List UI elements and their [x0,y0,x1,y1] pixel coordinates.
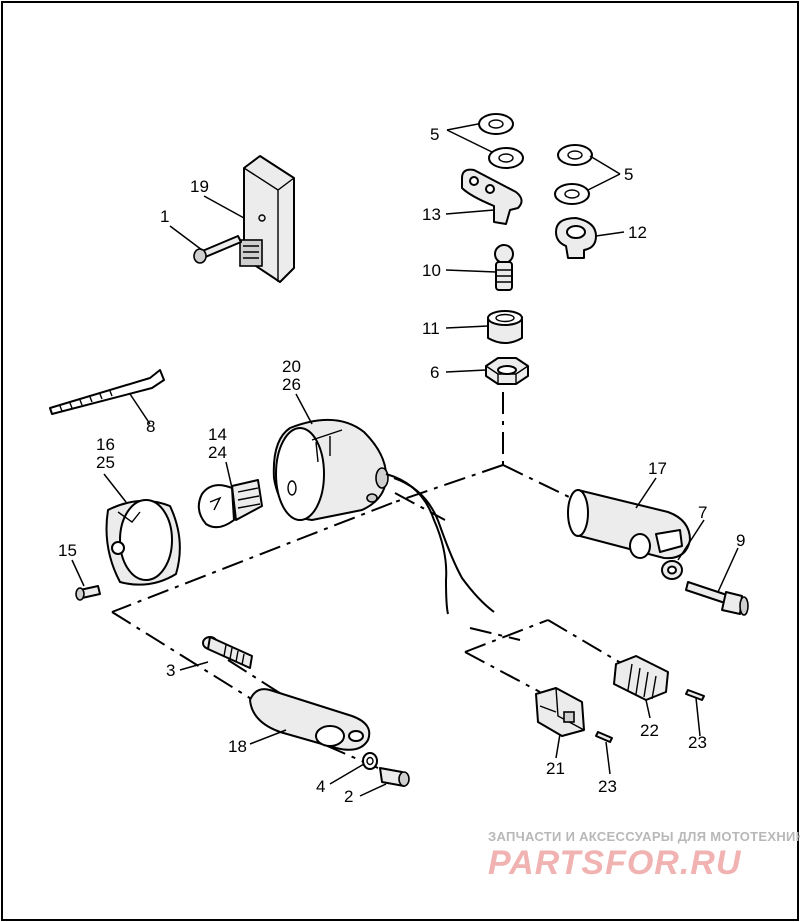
callout-21: 21 [546,759,565,778]
callout-17: 17 [648,459,667,478]
callout-5-left: 5 [430,125,439,144]
leader-lines [71,123,739,797]
lamp-wires [385,473,495,615]
part-6-hex-nut [485,357,529,385]
callout-2: 2 [344,787,353,806]
callout-3: 3 [166,661,175,680]
part-22-connector [613,655,669,701]
part-17-mount-sleeve [567,489,691,560]
callout-7: 7 [698,503,707,522]
part-13-bracket [461,168,523,225]
callout-14: 14 [208,425,227,444]
callout-26: 26 [282,375,301,394]
part-12-bushing [555,217,597,259]
part-15-screw [75,585,101,601]
part-10-ball-stud [494,244,514,291]
part-18-arm [249,688,371,751]
callout-6: 6 [430,363,439,382]
part-5-washers-left [478,113,524,169]
part-9-bolt [685,581,749,616]
part-16-socket-shell [105,499,181,586]
callout-9: 9 [736,531,745,550]
part-5-washers-right [554,144,593,205]
callout-15: 15 [58,541,77,560]
part-21-connector [535,687,585,737]
callout-16: 16 [96,435,115,454]
callout-22: 22 [640,721,659,740]
callout-25: 25 [96,453,115,472]
callout-20: 20 [282,357,301,376]
part-14-bulb [197,479,263,529]
part-2-screw [379,767,410,787]
part-8-cable-tie [49,369,165,415]
watermark-tagline: ЗАПЧАСТИ И АКСЕССУАРЫ ДЛЯ МОТОТЕХНИКИ [488,829,800,844]
part-1-screw [193,235,242,264]
part-23-terminal-a [685,689,705,701]
callout-4: 4 [316,777,325,796]
part-20-lamp-housing [272,419,389,521]
callout-18: 18 [228,737,247,756]
part-7-nut [661,560,683,580]
callout-12: 12 [628,223,647,242]
callout-13: 13 [422,205,441,224]
watermark: ЗАПЧАСТИ И АКСЕССУАРЫ ДЛЯ МОТОТЕХНИКИ PA… [488,829,800,882]
callout-19: 19 [190,177,209,196]
watermark-logo: PARTSFOR.RU [488,844,742,882]
callout-11: 11 [422,319,440,338]
callout-labels: 1 2 3 4 5 5 6 7 8 9 10 11 12 13 14 24 15… [58,125,745,806]
callout-24: 24 [208,443,227,462]
part-4-washer [362,752,378,770]
assembly-lines [111,392,627,769]
part-23-terminal-b [595,731,613,743]
part-19-module [239,155,295,283]
callout-5-right: 5 [624,165,633,184]
callout-8: 8 [146,417,155,436]
callout-1: 1 [160,207,169,226]
part-11-spacer [487,310,523,344]
callout-10: 10 [422,261,441,280]
callout-23-bottom: 23 [598,777,617,796]
part-3-bolt [202,636,253,669]
callout-23-right: 23 [688,733,707,752]
